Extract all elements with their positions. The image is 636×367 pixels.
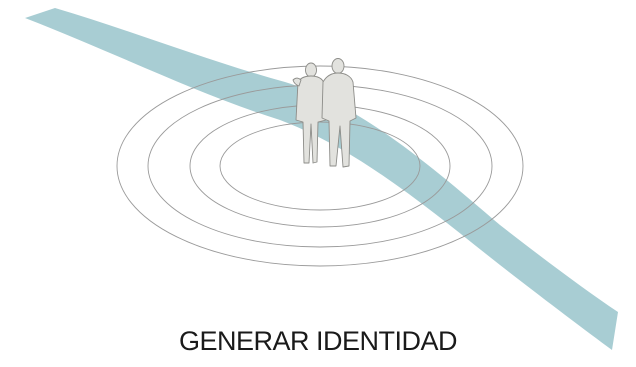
ring-inner — [219, 121, 421, 211]
person-left — [292, 62, 327, 164]
ring-outer — [116, 65, 524, 267]
caption-title: GENERAR IDENTIDAD — [178, 326, 458, 356]
person-right — [321, 58, 357, 168]
flowing-band — [25, 8, 618, 350]
two-people-icon — [292, 58, 357, 168]
